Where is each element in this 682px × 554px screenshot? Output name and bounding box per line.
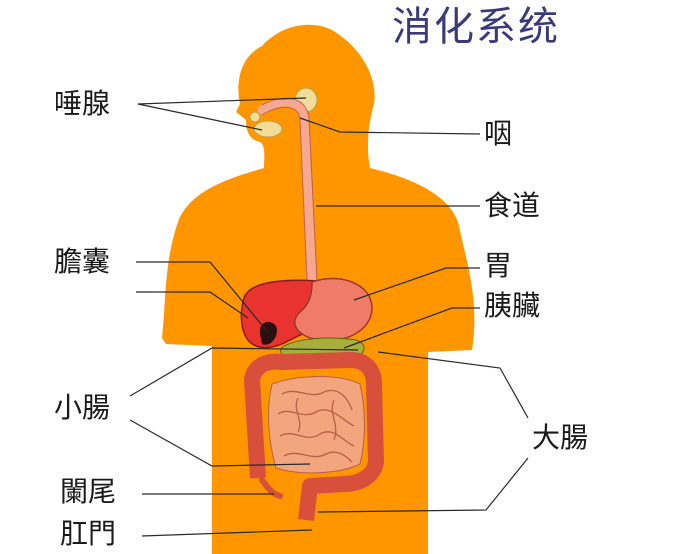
label-esophagus: 食道 bbox=[484, 189, 541, 222]
label-small-intestine: 小腸 bbox=[54, 391, 111, 424]
leader-small-intestine-lower bbox=[129, 419, 311, 467]
small-intestine-coils bbox=[277, 389, 355, 463]
leader-large-intestine-lower bbox=[317, 457, 529, 513]
leader-pancreas bbox=[343, 307, 480, 349]
label-stomach: 胃 bbox=[484, 249, 513, 282]
leader-large-intestine-upper bbox=[377, 351, 529, 419]
leader-gallbladder bbox=[136, 261, 267, 331]
diagram-title: 消化系统 bbox=[392, 4, 560, 50]
esophagus-tube bbox=[257, 97, 317, 285]
leader-salivary-upper bbox=[137, 97, 307, 105]
leader-pharynx bbox=[299, 117, 481, 135]
label-gallbladder: 膽囊 bbox=[54, 245, 111, 278]
label-appendix: 闌尾 bbox=[60, 475, 117, 508]
label-pharynx: 咽 bbox=[484, 117, 513, 150]
leader-liver bbox=[136, 291, 249, 319]
leader-small-intestine-upper bbox=[129, 347, 359, 397]
appendix-shape bbox=[259, 477, 283, 499]
leader-lines bbox=[129, 97, 529, 537]
colon-shape bbox=[244, 352, 384, 521]
label-large-intestine: 大腸 bbox=[532, 421, 589, 454]
leader-anus bbox=[141, 529, 313, 537]
label-anus: 肛門 bbox=[60, 517, 117, 550]
label-pancreas: 胰臟 bbox=[484, 289, 541, 322]
label-salivary-glands: 唾腺 bbox=[54, 87, 111, 120]
leader-stomach bbox=[353, 267, 480, 301]
leader-salivary-lower bbox=[137, 103, 263, 131]
small-intestine-shape bbox=[268, 376, 365, 474]
